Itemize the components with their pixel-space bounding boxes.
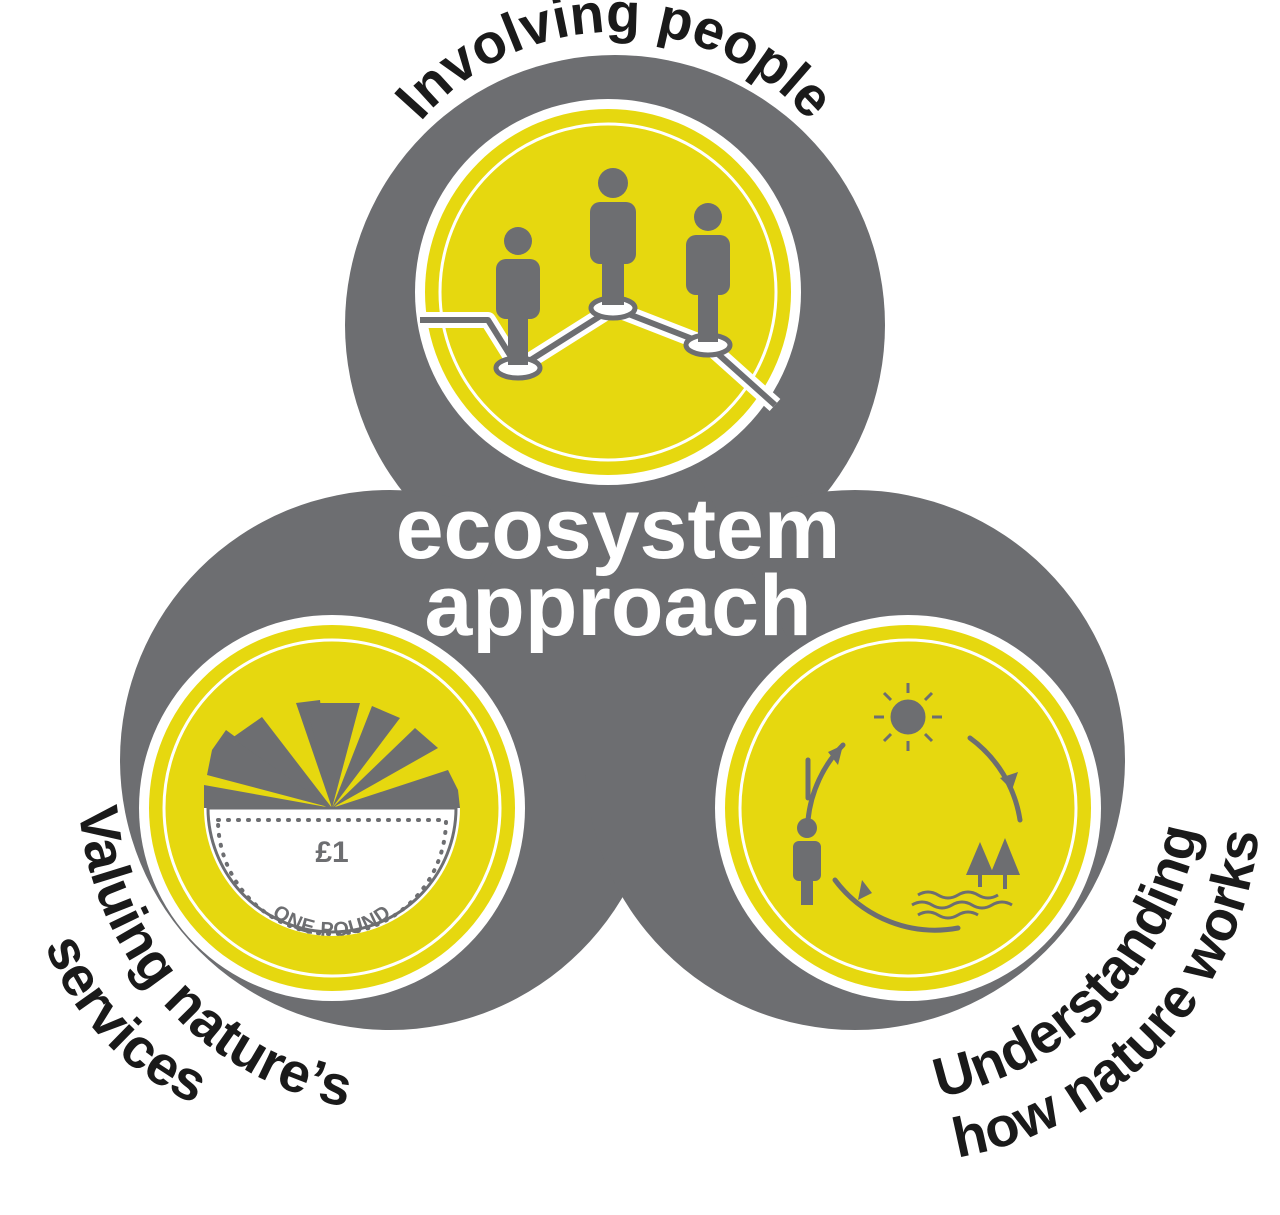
trees-icon <box>966 838 1020 889</box>
nature-cycle-icon <box>793 683 1023 933</box>
coin-sunburst-icon: £1 ONE POUND <box>204 700 460 941</box>
people-network-icon <box>420 168 781 411</box>
water-icon <box>911 890 1013 920</box>
center-title-line2: approach <box>424 558 811 654</box>
coin-value: £1 <box>315 836 348 869</box>
involving-people-medallion <box>415 99 801 485</box>
understanding-nature-medallion <box>715 615 1101 1001</box>
sun-icon <box>874 683 942 751</box>
valuing-services-medallion: £1 ONE POUND <box>139 615 525 1001</box>
person-icon <box>793 818 821 905</box>
center-title-line1: ecosystem <box>396 481 841 577</box>
